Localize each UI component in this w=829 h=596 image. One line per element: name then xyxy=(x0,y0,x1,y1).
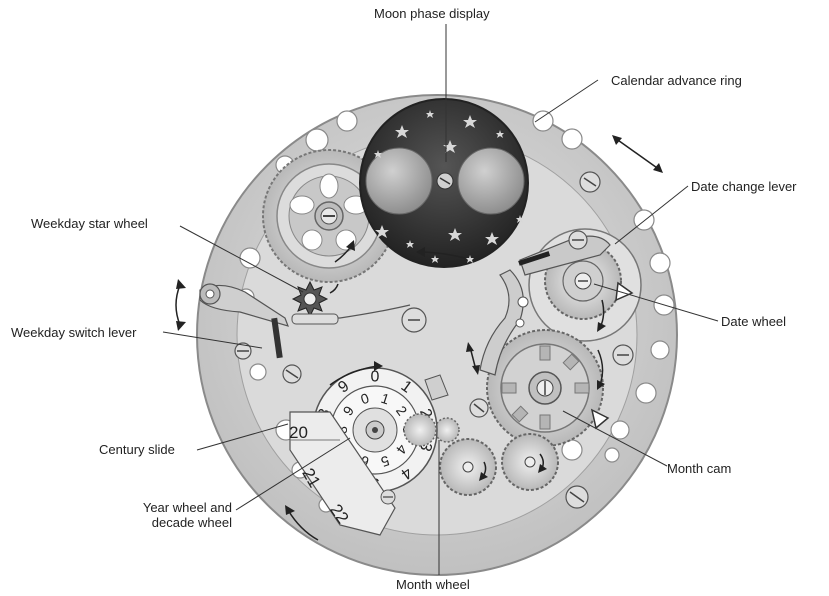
label-moon-phase-display: Moon phase display xyxy=(374,6,490,21)
weekday-star-wheel xyxy=(293,282,327,316)
ring-screw-top-right xyxy=(580,172,600,192)
label-weekday-switch-lever: Weekday switch lever xyxy=(11,325,136,340)
label-year-decade-wheel-line1: Year wheel and xyxy=(72,500,232,515)
label-date-wheel: Date wheel xyxy=(721,314,786,329)
decade-digit-0: 0 xyxy=(371,369,380,386)
label-century-slide: Century slide xyxy=(99,442,175,457)
label-month-wheel: Month wheel xyxy=(396,577,470,592)
label-month-cam: Month cam xyxy=(667,461,731,476)
century-number-20: 20 xyxy=(289,423,308,442)
moon-phase-display xyxy=(360,99,528,267)
label-calendar-advance-ring: Calendar advance ring xyxy=(611,73,742,88)
label-weekday-star-wheel: Weekday star wheel xyxy=(31,216,148,231)
label-year-decade-wheel: Year wheel and decade wheel xyxy=(72,500,232,530)
label-date-change-lever: Date change lever xyxy=(691,179,797,194)
label-year-decade-wheel-line2: decade wheel xyxy=(72,515,232,530)
